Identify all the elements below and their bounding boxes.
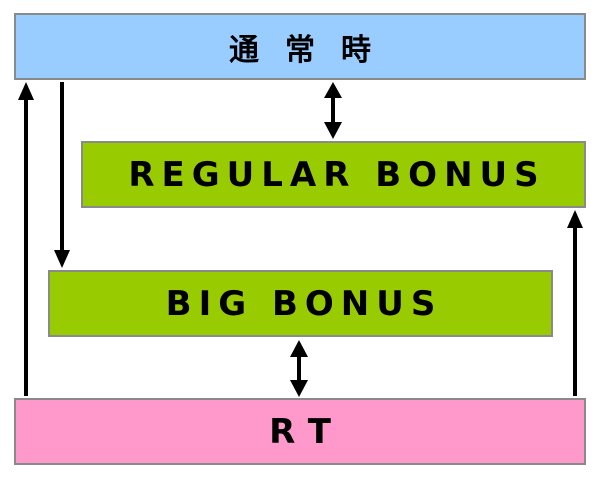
node-regular-bonus-label: REGULAR BONUS — [128, 154, 546, 195]
node-rt-label: RT — [269, 411, 345, 452]
arrow-rt-to-regular-bonus — [567, 210, 583, 396]
arrow-normal-regular-bonus — [324, 82, 342, 139]
arrow-normal-to-big-bonus — [54, 82, 70, 268]
arrow-rt-to-normal — [18, 82, 34, 396]
node-normal: 通常時 — [14, 13, 586, 80]
node-normal-label: 通常時 — [229, 32, 397, 68]
arrow-big-bonus-rt — [290, 340, 308, 397]
node-regular-bonus: REGULAR BONUS — [81, 141, 586, 208]
node-big-bonus-label: BIG BONUS — [165, 283, 443, 324]
node-big-bonus: BIG BONUS — [48, 270, 553, 337]
node-rt: RT — [14, 398, 586, 465]
